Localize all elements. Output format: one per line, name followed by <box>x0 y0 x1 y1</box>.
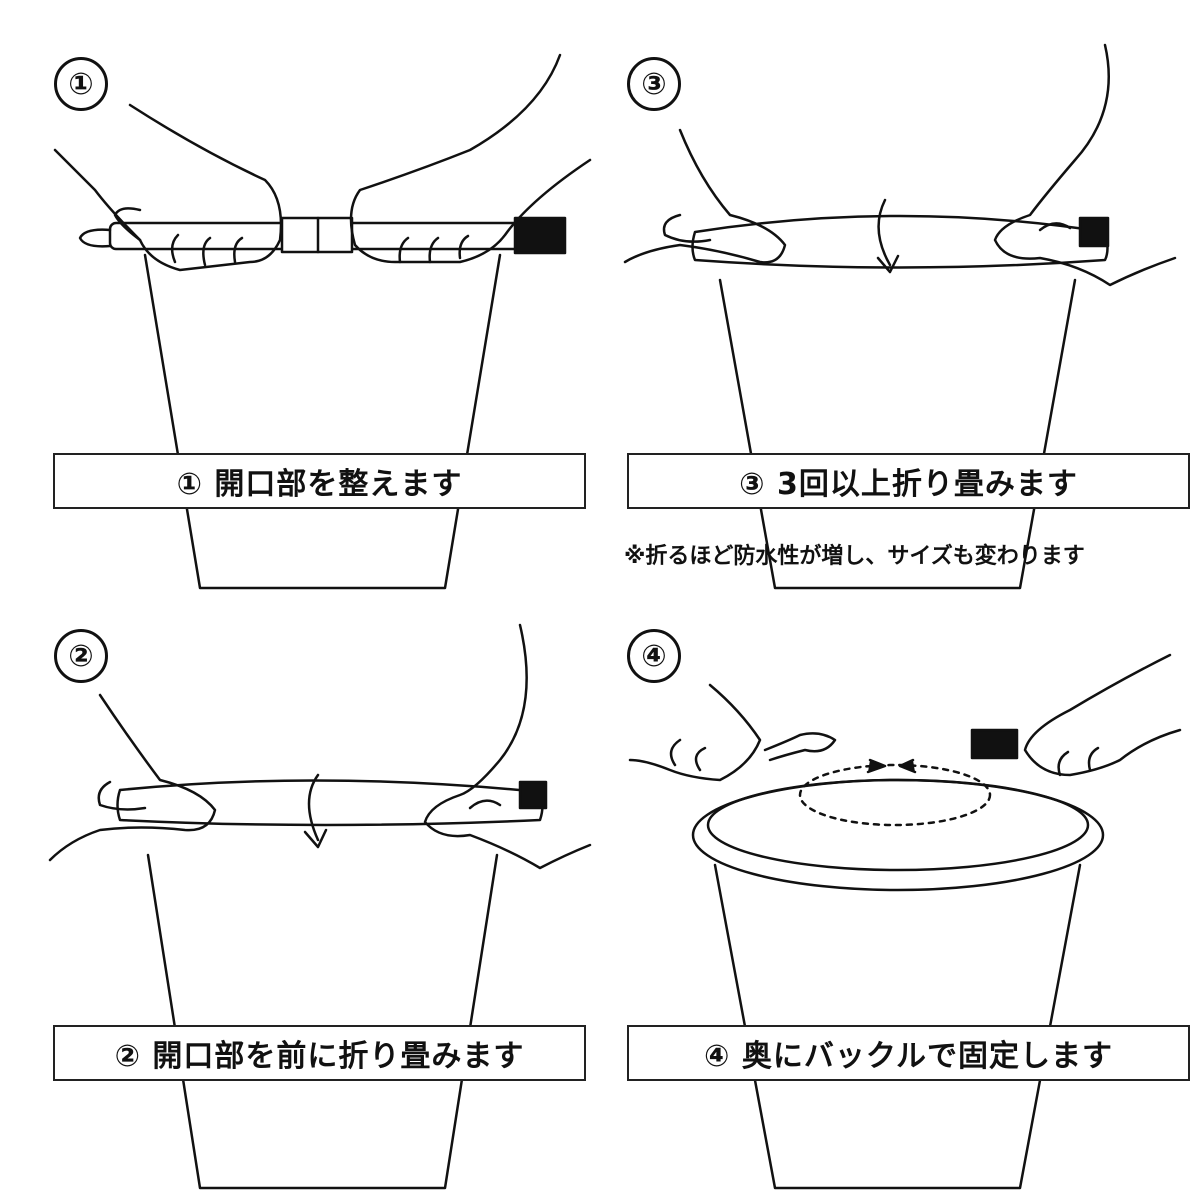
step-3-note: ※折るほど防水性が増し、サイズも変わります <box>624 544 1085 569</box>
step-2-number: ② <box>54 629 108 683</box>
step-1-panel: ① ① 開口部を整えます <box>0 0 600 600</box>
step-3-illustration <box>623 43 1177 590</box>
step-2-illustration <box>48 623 592 1190</box>
step-3-panel: ③ ③ 3回以上折り畳みます ※折るほど防水性が増し、サイズも変わります <box>600 0 1200 600</box>
step-4-number: ④ <box>627 629 681 683</box>
step-4-caption: ④ 奥にバックルで固定します <box>627 1025 1190 1081</box>
step-1-number: ① <box>54 57 108 111</box>
step-3-number: ③ <box>627 57 681 111</box>
step-4-panel: ④ ④ 奥にバックルで固定します <box>600 600 1200 1200</box>
step-2-panel: ② ② 開口部を前に折り畳みます <box>0 600 600 1200</box>
step-2-caption: ② 開口部を前に折り畳みます <box>53 1025 586 1081</box>
step-3-caption: ③ 3回以上折り畳みます <box>627 453 1190 509</box>
step-1-illustration <box>53 53 592 590</box>
step-4-illustration <box>628 653 1182 1190</box>
step-1-caption: ① 開口部を整えます <box>53 453 586 509</box>
